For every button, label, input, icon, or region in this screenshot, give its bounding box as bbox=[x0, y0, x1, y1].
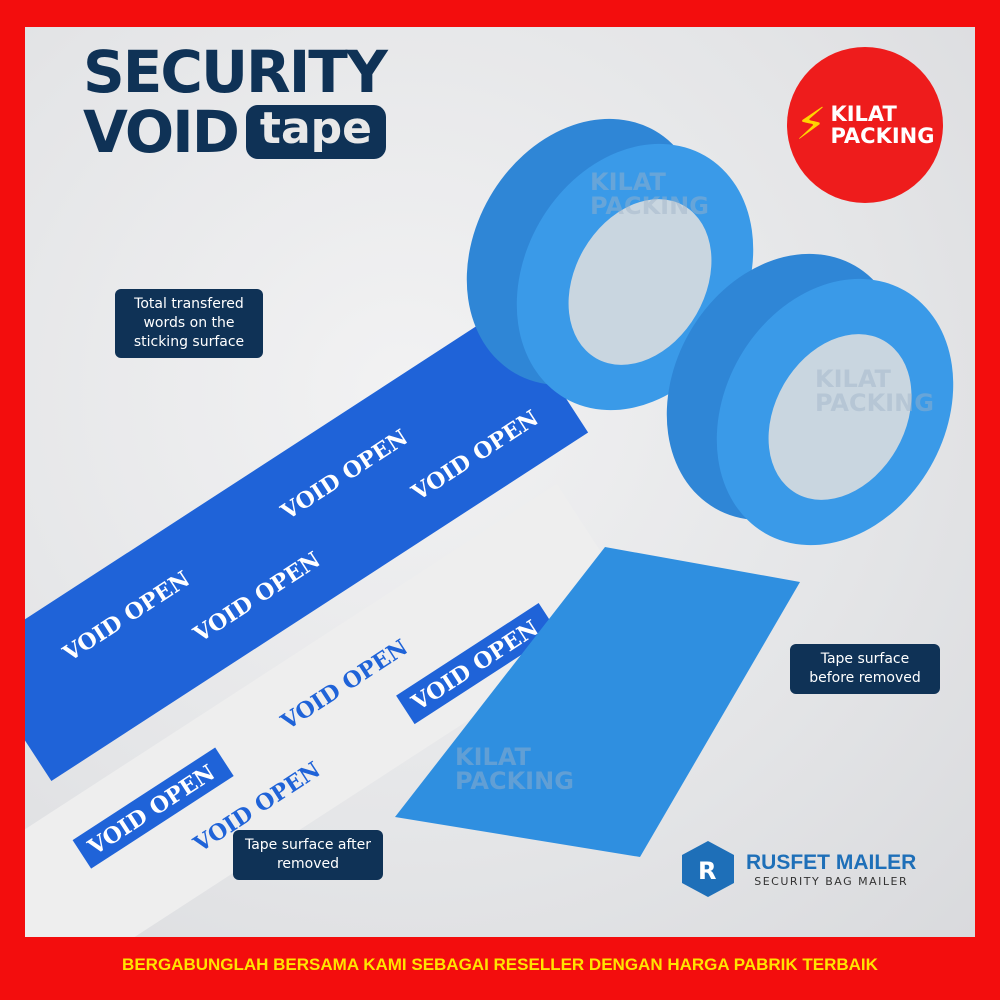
transferred-tape-strip bbox=[25, 306, 589, 782]
after-removed-strip bbox=[25, 483, 639, 937]
product-image: VOID OPEN VOID OPEN VOID OPEN VOID OPEN … bbox=[25, 27, 975, 937]
callout-before: Tape surface before removed bbox=[790, 644, 940, 694]
tape-roll bbox=[666, 253, 954, 546]
svg-text:R: R bbox=[698, 857, 716, 885]
callout-transferred: Total transfered words on the sticking s… bbox=[115, 289, 263, 358]
footer-banner: BERGABUNGLAH BERSAMA KAMI SEBAGAI RESELL… bbox=[122, 955, 878, 974]
hexagon-r-logo-icon: R bbox=[682, 841, 734, 897]
callout-after: Tape surface after removed bbox=[233, 830, 383, 880]
unrolled-tape bbox=[395, 547, 800, 857]
lightning-bolt-icon: ⚡ bbox=[795, 98, 827, 150]
